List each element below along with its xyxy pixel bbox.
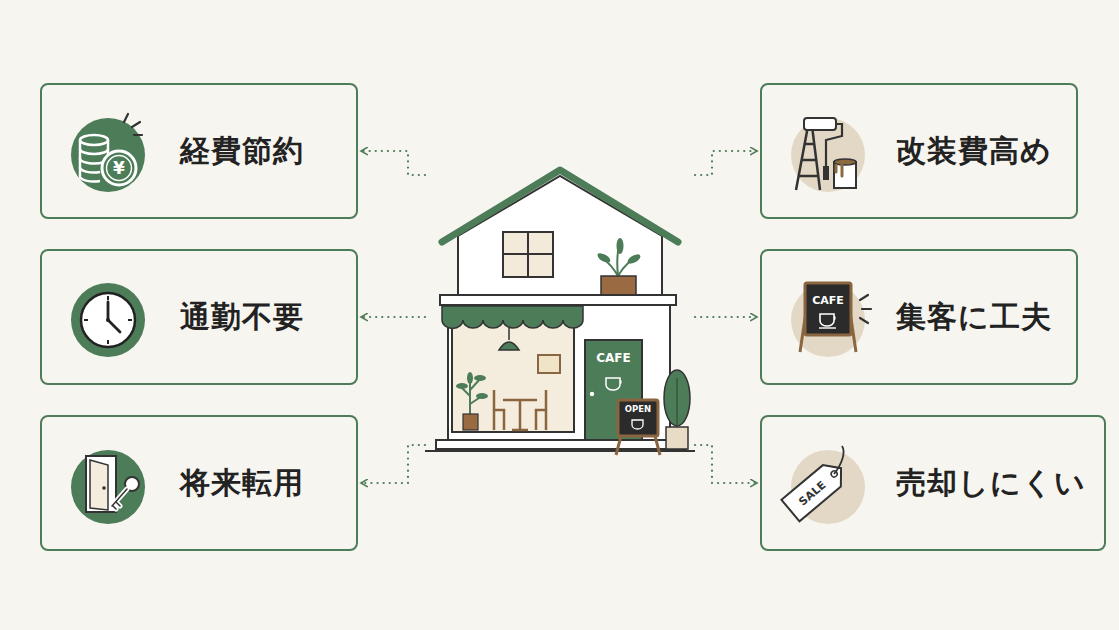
cafe-house-part <box>467 372 473 384</box>
cafe-house-part <box>596 251 612 264</box>
signboard-icon-part <box>820 314 835 326</box>
dotted-connector <box>695 316 757 318</box>
cafe-house-part <box>494 390 546 430</box>
cafe-house-part <box>676 378 678 428</box>
cafe-house-part <box>590 392 594 396</box>
clock-icon <box>71 283 145 357</box>
clock-icon-part <box>71 283 145 357</box>
dotted-connector <box>361 316 425 318</box>
clock-icon-part <box>108 302 120 332</box>
cafe-house-part <box>436 440 686 449</box>
point-box: 将来転用 <box>40 415 358 551</box>
sign-text: CAFE <box>812 294 844 307</box>
signboard-icon-part <box>805 283 851 335</box>
door-key-icon-part <box>102 486 106 490</box>
box-label: 将来転用 <box>180 463 304 504</box>
coins-icon <box>71 114 145 192</box>
dotted-connector <box>695 151 757 175</box>
point-box: 通勤不要 <box>40 249 358 385</box>
renovation-icon-part <box>834 162 856 188</box>
box-label: 経費節約 <box>180 131 304 172</box>
renovation-icon <box>791 118 865 192</box>
cafe-house-part <box>606 378 621 390</box>
cafe-house-part <box>503 232 553 277</box>
yen-symbol: ¥ <box>113 158 125 178</box>
door-key-icon-part <box>112 489 127 509</box>
point-box: 集客に工夫 <box>760 249 1078 385</box>
signboard-icon-part <box>791 283 865 357</box>
cafe-house-part <box>440 295 676 305</box>
cafe-house-part <box>452 320 574 432</box>
cafe-house-node: CAFE OPEN <box>425 165 695 455</box>
cafe-house-part <box>616 436 660 455</box>
tag-text: SALE <box>796 478 828 508</box>
point-box: 改装費高め <box>760 83 1078 219</box>
renovation-icon-part <box>836 165 842 176</box>
cafe-house-part <box>626 252 642 265</box>
cafe-house-part <box>503 232 553 277</box>
renovation-icon-part <box>823 166 829 180</box>
dotted-connector <box>361 151 425 175</box>
dotted-connector <box>361 445 425 483</box>
cafe-house-part <box>463 414 478 430</box>
renovation-icon-part <box>804 118 836 130</box>
sign-text: CAFE <box>585 351 642 365</box>
coins-icon-part <box>102 151 136 185</box>
box-label: 改装費高め <box>896 131 1052 172</box>
coins-icon-part <box>71 118 145 192</box>
box-label: 通勤不要 <box>180 297 304 338</box>
door-key-icon-part <box>90 460 108 510</box>
box-label: 集客に工夫 <box>896 297 1052 338</box>
cafe-house-part <box>442 306 583 328</box>
dotted-connector <box>695 445 757 483</box>
signboard-icon-part <box>860 295 871 323</box>
cafe-house-part <box>632 420 643 429</box>
cafe-house-part <box>458 176 662 297</box>
signboard-icon-part <box>819 327 836 328</box>
cafe-house-part <box>666 427 688 449</box>
cafe-house-part <box>476 393 488 399</box>
cafe-house-part <box>601 276 636 296</box>
cafe-house-part <box>508 328 510 340</box>
point-box: 経費節約 <box>40 83 358 219</box>
door-key-icon-part <box>71 450 145 524</box>
sale-tag-icon-part <box>834 446 844 474</box>
cafe-house-part <box>538 355 560 373</box>
renovation-icon-part <box>791 118 865 192</box>
cafe-house-part <box>618 400 658 436</box>
clock-icon-part <box>106 318 110 322</box>
signboard-icon <box>791 283 871 357</box>
coins-icon-part <box>124 114 142 135</box>
cafe-house-part <box>499 342 519 350</box>
door-key-icon-part <box>112 489 127 509</box>
cafe-house <box>425 170 695 455</box>
door-key-icon <box>71 450 145 524</box>
cafe-house-part <box>474 375 486 381</box>
clock-icon-part <box>84 296 132 344</box>
cafe-house-part <box>425 450 695 452</box>
point-box: 売却しにくい <box>760 415 1106 551</box>
coins-icon-part <box>107 156 132 181</box>
cafe-house-part <box>456 383 468 389</box>
sale-tag-icon <box>781 446 865 524</box>
renovation-icon-part <box>796 126 820 190</box>
cafe-house-part <box>617 238 624 254</box>
sign-text: OPEN <box>618 404 658 414</box>
coins-icon-part <box>80 135 108 145</box>
cafe-house-part <box>503 400 537 430</box>
box-label: 売却しにくい <box>896 463 1086 504</box>
cafe-house-part <box>442 170 678 242</box>
renovation-icon-part <box>834 159 856 165</box>
clock-icon-part <box>81 293 135 347</box>
